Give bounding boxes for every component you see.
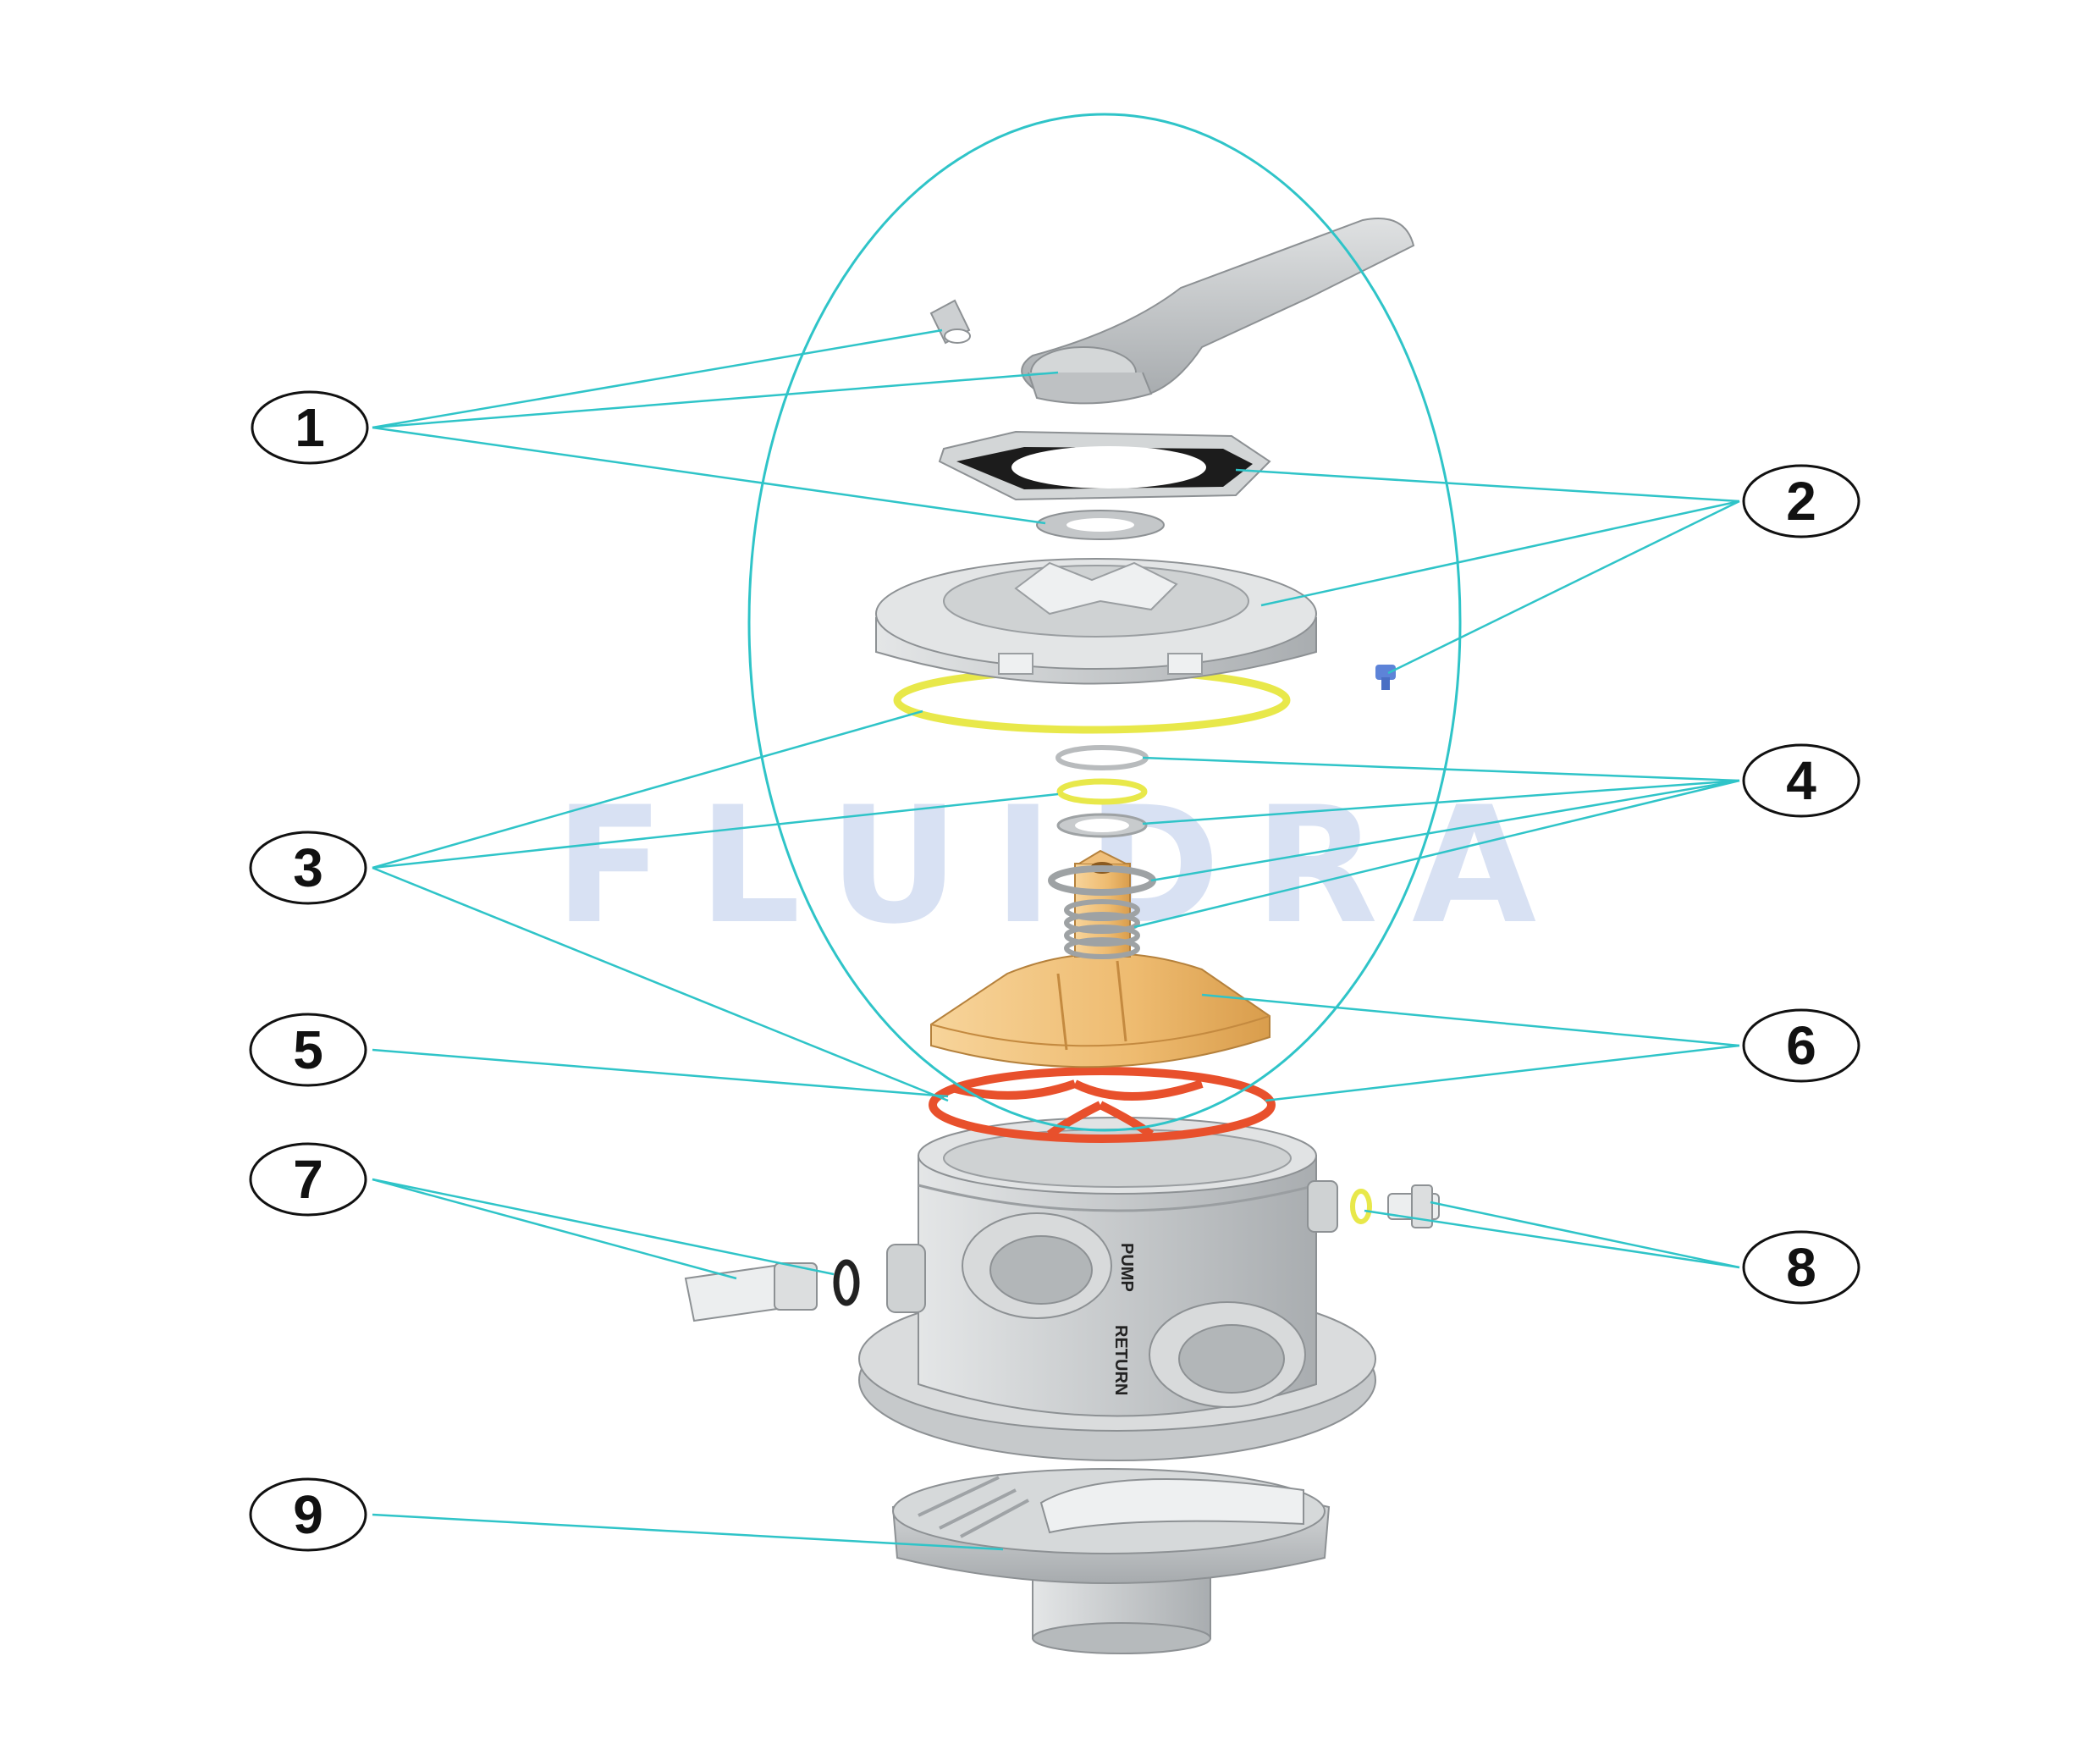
label-plate [938, 430, 1271, 501]
assembly-outline [747, 113, 1462, 1132]
callout-9: 9 [249, 1477, 367, 1552]
callout-6: 6 [1742, 1008, 1860, 1083]
callout-8: 8 [1742, 1230, 1860, 1305]
drain-plug-left [684, 1259, 860, 1322]
callout-7: 7 [249, 1142, 367, 1217]
svg-text:2: 2 [1786, 471, 1816, 532]
callout-4: 4 [1742, 743, 1860, 818]
handle [1021, 218, 1415, 405]
svg-text:4: 4 [1786, 750, 1816, 811]
svg-text:3: 3 [293, 837, 323, 898]
svg-text:7: 7 [293, 1149, 323, 1210]
valve-cover [875, 558, 1317, 685]
plug-right [1350, 1184, 1440, 1228]
leader-lines [372, 328, 1740, 1551]
svg-text:8: 8 [1786, 1237, 1816, 1298]
cover-washer-hole [1067, 518, 1134, 532]
blue-screw [1375, 665, 1396, 690]
callout-2: 2 [1742, 464, 1860, 538]
callout-5: 5 [249, 1013, 367, 1087]
svg-text:9: 9 [293, 1484, 323, 1545]
rotor-gasket [929, 1067, 1276, 1143]
return-port-label: RETURN [1111, 1325, 1130, 1395]
valve-body: PUMP RETURN [858, 1117, 1376, 1461]
base-cap [891, 1468, 1331, 1654]
callout-3: 3 [249, 831, 367, 905]
svg-text:5: 5 [293, 1019, 323, 1080]
pin [929, 299, 971, 345]
callouts: 1 2 3 4 5 6 7 8 9 [249, 390, 1860, 1552]
watermark: FLUIDRA [554, 772, 1570, 959]
svg-text:1: 1 [295, 397, 325, 458]
svg-text:6: 6 [1786, 1015, 1816, 1076]
callout-1: 1 [251, 390, 369, 465]
pump-port-label: PUMP [1117, 1243, 1136, 1292]
